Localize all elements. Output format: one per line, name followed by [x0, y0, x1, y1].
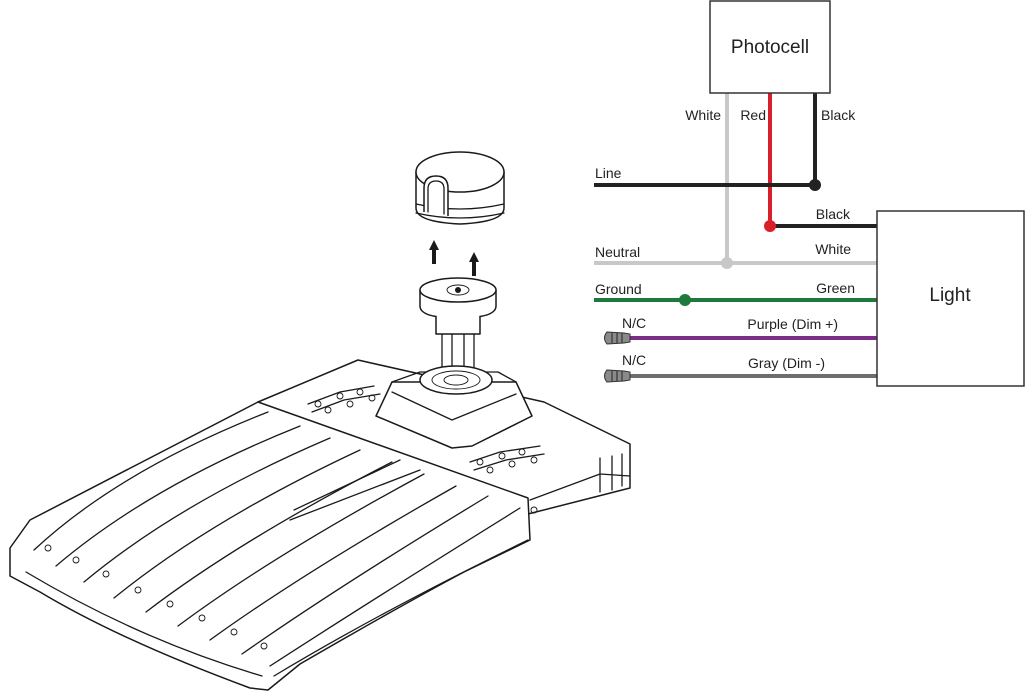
line-junction-dot — [809, 179, 821, 191]
nc-gray-label: N/C — [622, 352, 646, 368]
red-top-label: Red — [740, 107, 766, 123]
white-top-label: White — [685, 107, 721, 123]
mounting-pedestal — [375, 365, 533, 449]
line-label: Line — [595, 165, 622, 181]
wire-nut-icon — [604, 331, 631, 383]
nc-purple-label: N/C — [622, 315, 646, 331]
fin-bolts — [44, 506, 538, 650]
green-label: Green — [816, 280, 855, 296]
black-to-light-label: Black — [816, 206, 851, 222]
photocell-box: Photocell — [709, 0, 831, 94]
photocell-label: Photocell — [731, 37, 809, 58]
ground-label: Ground — [595, 281, 642, 297]
junction-dots — [679, 179, 821, 306]
light-label: Light — [929, 285, 971, 306]
ground-junction-dot — [679, 294, 691, 306]
purple-label: Purple (Dim +) — [747, 316, 838, 332]
red-junction-dot — [764, 220, 776, 232]
arrow-icon — [429, 240, 479, 276]
heat-sink-fins — [25, 411, 631, 677]
fixture-illustration — [9, 151, 631, 691]
gray-label: Gray (Dim -) — [748, 355, 825, 371]
neutral-junction-dot — [721, 257, 733, 269]
white-to-light-label: White — [815, 241, 851, 257]
wires — [594, 93, 877, 378]
wiring-schematic: Photocell Light White Red Black Line Bla… — [594, 0, 1025, 387]
screw-cluster — [307, 385, 545, 474]
receptacle — [419, 277, 497, 391]
photocell-cap — [415, 151, 505, 225]
black-top-label: Black — [821, 107, 856, 123]
neutral-label: Neutral — [595, 244, 640, 260]
light-box: Light — [876, 210, 1025, 387]
